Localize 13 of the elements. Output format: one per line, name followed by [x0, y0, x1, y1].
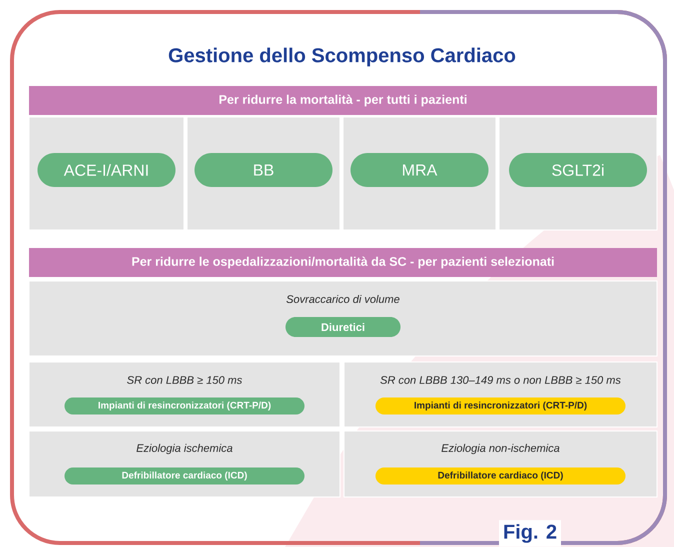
title: Gestione dello Scompenso Cardiaco	[168, 48, 516, 66]
treatment-pill: Diuretici	[286, 317, 400, 337]
section-band: Per ridurre la mortalità - per tutti i pazienti	[29, 86, 657, 115]
treatment-pill: BB	[194, 153, 332, 187]
treatment-pill: Defribillatore cardiaco (ICD)	[64, 468, 304, 484]
treatment-pill: MRA	[350, 153, 488, 187]
treatment-pill: Defribillatore cardiaco (ICD)	[376, 468, 626, 484]
treatment-pill: SGLT2i	[509, 153, 647, 187]
treatment-pill: Impianti di resincronizzatori (CRT-P/D)	[376, 398, 626, 414]
treatment-pill: ACE-I/ARNI	[38, 153, 176, 187]
section-band: Per ridurre le ospedalizzazioni/mortalità da SC - per pazienti selezionati	[29, 248, 657, 277]
figure-label: Fig. 2	[498, 520, 562, 547]
treatment-pill: Impianti di resincronizzatori (CRT-P/D)	[64, 398, 304, 414]
